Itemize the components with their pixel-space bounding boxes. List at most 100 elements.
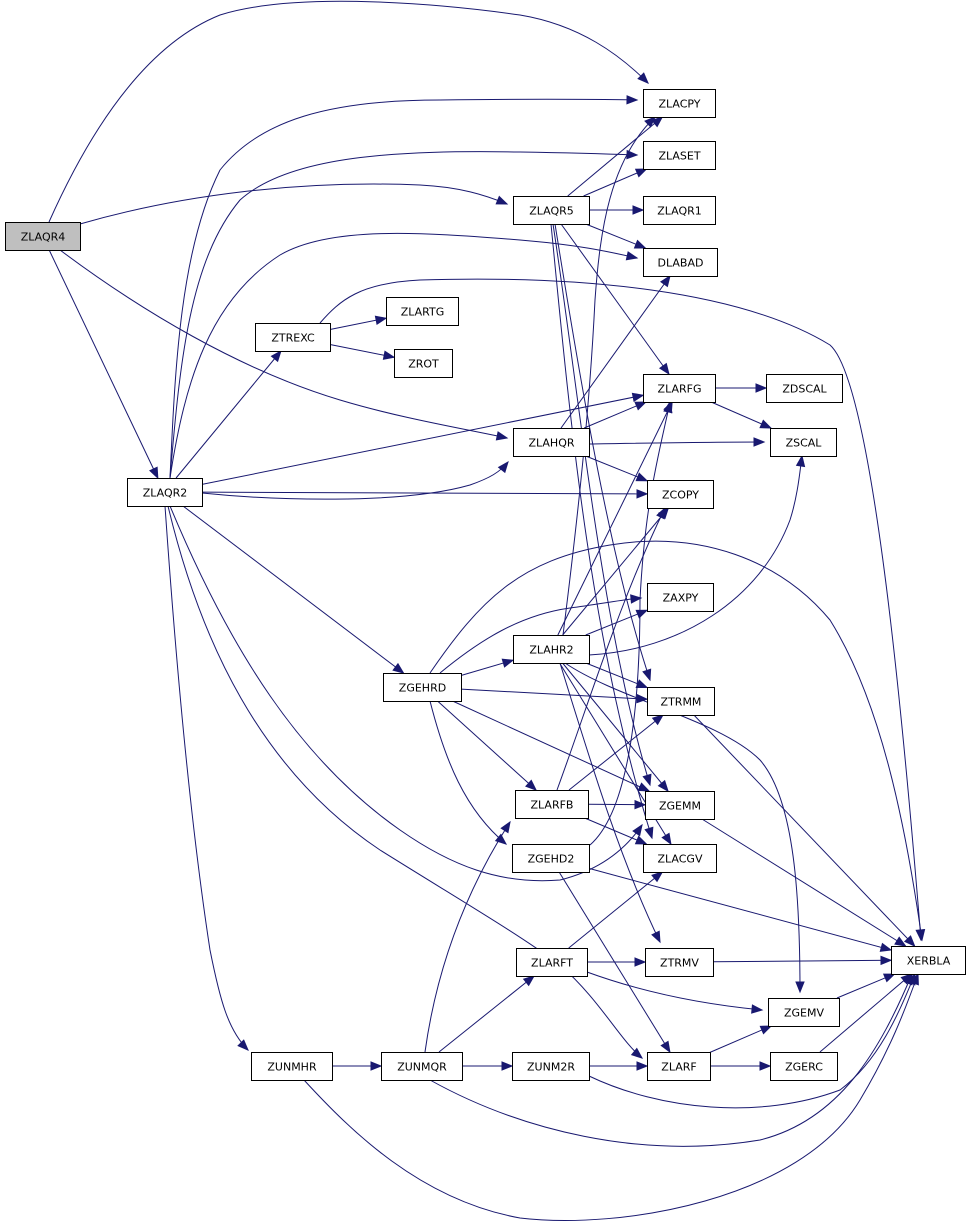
arrowhead-icon: [894, 936, 907, 947]
node-box[interactable]: [5, 222, 81, 251]
node-zlahqr[interactable]: ZLAHQR: [513, 428, 590, 457]
node-box[interactable]: [643, 844, 717, 873]
arrowhead-icon: [637, 72, 649, 84]
node-box[interactable]: [770, 1052, 838, 1081]
edge-zgehrd-to-xerbla: [429, 540, 926, 942]
node-box[interactable]: [647, 687, 715, 716]
arrowhead-icon: [632, 823, 643, 837]
node-xerbla[interactable]: XERBLA: [891, 946, 966, 975]
node-label: ZLAHR2: [529, 644, 573, 657]
node-label: ZCOPY: [662, 489, 699, 502]
node-label: ZGERC: [785, 1061, 823, 1074]
node-dlabad[interactable]: DLABAD: [643, 248, 718, 277]
node-zlarf[interactable]: ZLARF: [647, 1052, 711, 1081]
node-box[interactable]: [645, 948, 714, 977]
node-box[interactable]: [647, 480, 714, 509]
edge-zgehd2-to-xerbla: [588, 867, 893, 952]
node-zgemv[interactable]: ZGEMV: [768, 998, 840, 1027]
node-zlahr2[interactable]: ZLAHR2: [513, 635, 590, 664]
arrowhead-icon: [637, 782, 651, 792]
node-zlaqr1[interactable]: ZLAQR1: [643, 196, 716, 225]
node-zgemm[interactable]: ZGEMM: [645, 791, 715, 820]
node-box[interactable]: [643, 89, 716, 118]
node-label: ZLAQR2: [143, 487, 188, 500]
node-zgerc[interactable]: ZGERC: [770, 1052, 838, 1081]
node-box[interactable]: [386, 297, 459, 326]
edge-zlaqr2-to-zcopy: [201, 489, 649, 499]
node-box[interactable]: [512, 1052, 590, 1081]
node-zaxpy[interactable]: ZAXPY: [647, 583, 714, 612]
edge-zunm2r-to-zlarf: [589, 1061, 649, 1071]
node-zlaqr4[interactable]: ZLAQR4: [5, 222, 81, 251]
arrowhead-icon: [631, 392, 645, 403]
node-box[interactable]: [643, 374, 716, 403]
node-box[interactable]: [513, 428, 590, 457]
node-zgehd2[interactable]: ZGEHD2: [512, 844, 590, 873]
node-zunmqr[interactable]: ZUNMQR: [381, 1052, 463, 1081]
node-box[interactable]: [643, 196, 716, 225]
node-box[interactable]: [251, 1052, 333, 1081]
node-box[interactable]: [515, 790, 589, 819]
edge-zlahr2-to-ztrmv: [559, 662, 661, 944]
node-box[interactable]: [255, 323, 331, 352]
node-zrot[interactable]: ZROT: [394, 349, 453, 378]
node-zlartg[interactable]: ZLARTG: [386, 297, 459, 326]
node-zdscal[interactable]: ZDSCAL: [766, 374, 843, 403]
arrowhead-icon: [636, 693, 649, 704]
node-box[interactable]: [643, 141, 716, 170]
node-ztrmm[interactable]: ZTRMM: [647, 687, 715, 716]
node-zunm2r[interactable]: ZUNM2R: [512, 1052, 590, 1081]
arrowhead-icon: [149, 466, 159, 480]
node-zlaqr2[interactable]: ZLAQR2: [127, 478, 203, 507]
node-label: ZLASET: [658, 150, 700, 163]
node-box[interactable]: [513, 635, 590, 664]
node-zlarfg[interactable]: ZLARFG: [643, 374, 716, 403]
edge-zlahqr-to-zlarfg: [583, 401, 648, 429]
node-box[interactable]: [513, 196, 590, 225]
arrowhead-icon: [634, 957, 647, 967]
node-zlaqr5[interactable]: ZLAQR5: [513, 196, 590, 225]
node-zcopy[interactable]: ZCOPY: [647, 480, 714, 509]
node-box[interactable]: [127, 478, 203, 507]
node-ztrexc[interactable]: ZTREXC: [255, 323, 331, 352]
node-zlacgv[interactable]: ZLACGV: [643, 844, 717, 873]
arrowhead-icon: [657, 779, 669, 793]
edge-zlaqr2-to-zlacpy: [169, 95, 639, 479]
arrowhead-icon: [751, 1004, 764, 1014]
arrowhead-icon: [906, 972, 916, 986]
node-box[interactable]: [647, 583, 714, 612]
node-zlarfb[interactable]: ZLARFB: [515, 790, 589, 819]
node-box[interactable]: [512, 844, 590, 873]
node-box[interactable]: [381, 1052, 463, 1081]
node-label: XERBLA: [907, 955, 951, 968]
arrowhead-icon: [392, 662, 405, 674]
node-zunmhr[interactable]: ZUNMHR: [251, 1052, 333, 1081]
node-box[interactable]: [891, 946, 966, 975]
edge-zlaqr2-to-zlahqr: [201, 460, 509, 500]
node-zgehrd[interactable]: ZGEHRD: [383, 673, 462, 702]
node-ztrmv[interactable]: ZTRMV: [645, 948, 714, 977]
node-box[interactable]: [768, 998, 840, 1027]
arrowhead-icon: [759, 1025, 773, 1035]
node-box[interactable]: [647, 1052, 711, 1081]
node-zlacpy[interactable]: ZLACPY: [643, 89, 716, 118]
arrowhead-icon: [644, 116, 656, 128]
node-box[interactable]: [394, 349, 453, 378]
arrowhead-icon: [656, 506, 666, 520]
edge-ztrmm-to-xerbla: [693, 714, 916, 947]
node-box[interactable]: [770, 428, 837, 457]
node-zlaset[interactable]: ZLASET: [643, 141, 716, 170]
node-box[interactable]: [516, 948, 588, 977]
edge-zlahqr-to-dlabad: [560, 274, 671, 429]
arrowhead-icon: [659, 274, 671, 288]
node-box[interactable]: [383, 673, 462, 702]
node-box[interactable]: [766, 374, 843, 403]
node-label: ZUNMHR: [267, 1061, 317, 1074]
node-box[interactable]: [643, 248, 718, 277]
node-box[interactable]: [645, 791, 715, 820]
node-zlarft[interactable]: ZLARFT: [516, 948, 588, 977]
node-zscal[interactable]: ZSCAL: [770, 428, 837, 457]
arrowhead-icon: [630, 1047, 644, 1059]
node-label: ZSCAL: [786, 437, 823, 450]
